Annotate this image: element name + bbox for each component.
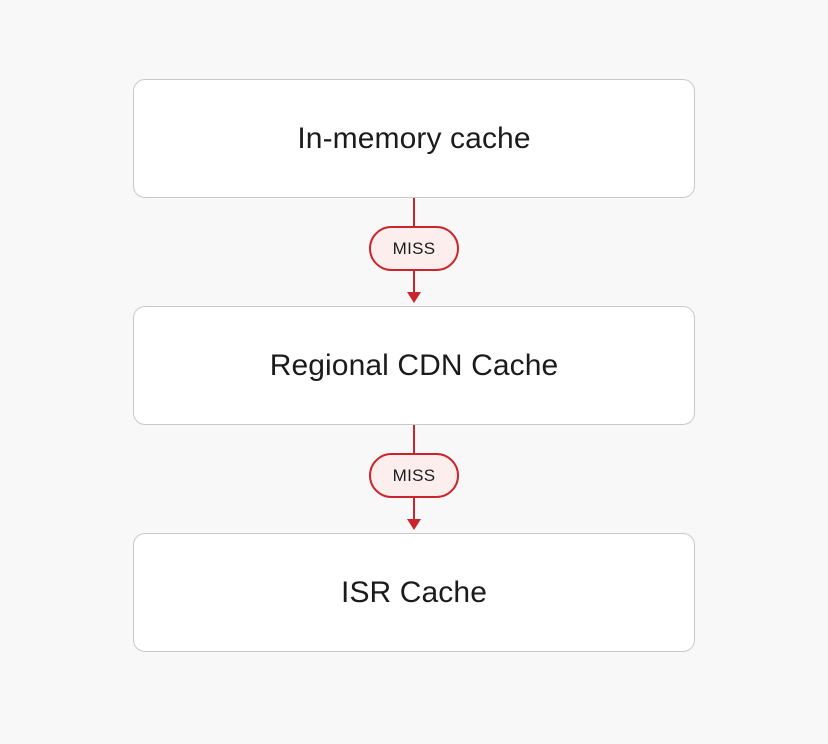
edge-badge-label: MISS	[392, 239, 436, 258]
edge-line-upper	[413, 425, 415, 453]
edge-badge-miss[interactable]: MISS	[368, 226, 460, 271]
node-regional-cdn-cache[interactable]: Regional CDN Cache	[133, 306, 695, 425]
node-label: In-memory cache	[297, 121, 531, 155]
edge-in-memory-to-regional-cdn: MISS	[133, 198, 695, 306]
node-label: Regional CDN Cache	[269, 348, 559, 382]
flow-column: In-memory cache MISS Regional CDN Cache …	[133, 79, 695, 652]
edge-badge-label: MISS	[392, 466, 436, 485]
edge-regional-cdn-to-isr: MISS	[133, 425, 695, 533]
node-in-memory-cache[interactable]: In-memory cache	[133, 79, 695, 198]
node-isr-cache[interactable]: ISR Cache	[133, 533, 695, 652]
node-label: ISR Cache	[341, 575, 487, 609]
arrow-down-icon	[407, 519, 421, 530]
edge-line-upper	[413, 198, 415, 226]
edge-line-lower	[413, 271, 415, 293]
edge-line-lower	[413, 498, 415, 520]
arrow-down-icon	[407, 292, 421, 303]
edge-badge-miss[interactable]: MISS	[368, 453, 460, 498]
